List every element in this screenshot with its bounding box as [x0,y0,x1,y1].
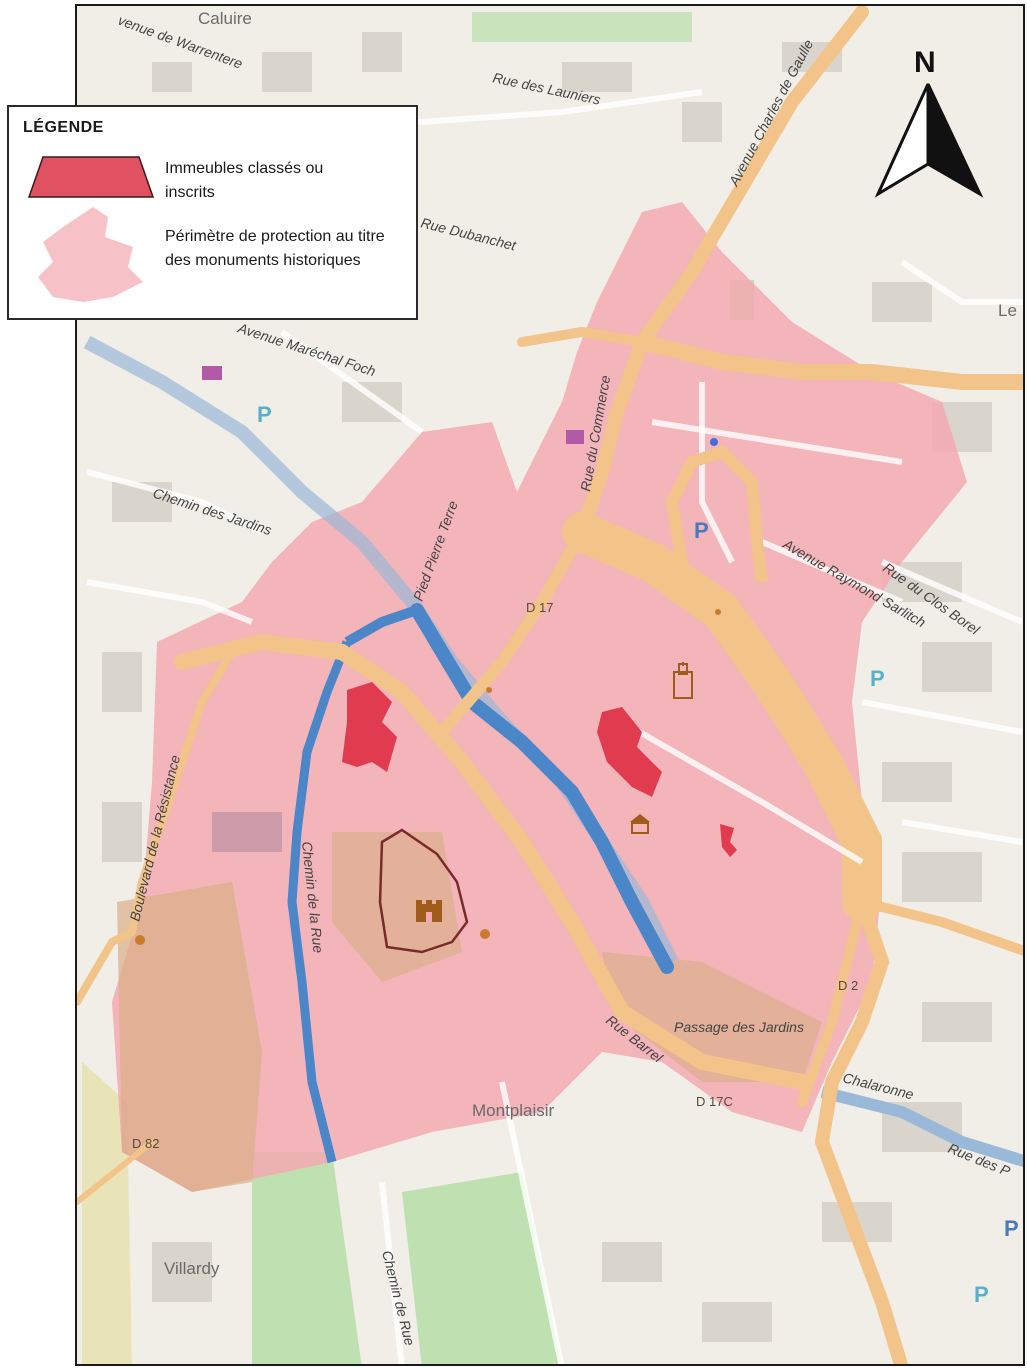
main-roads [77,6,1023,1364]
park-area [82,1062,132,1364]
place-label: Caluire [198,9,252,28]
listed-buildings [342,682,737,857]
place-label: Montplaisir [472,1101,555,1120]
open-area [117,882,262,1192]
legend-title: LÉGENDE [23,119,104,136]
river [410,603,674,974]
park-area [402,1172,562,1364]
museum-icon [630,814,650,834]
listed-buildings-swatch [27,156,155,198]
river [287,640,352,1164]
parking-icon: P [694,518,709,543]
road-ref: D 82 [132,1136,159,1151]
road-ref: D 2 [838,978,858,993]
road-ref: D 17 [526,600,553,615]
open-area [602,952,822,1082]
parking-icon: P [870,666,885,691]
map-legend: LÉGENDE Immeubles classés ou inscrits Pé… [7,105,418,320]
parking-icon: P [257,402,272,427]
shop-icon [566,430,584,444]
parking-ring [665,445,768,583]
place-label: Passage des Jardins [674,1019,804,1035]
place-label: Villardy [164,1259,220,1278]
north-label: N [914,46,936,79]
open-area [212,812,282,852]
star-icon [135,438,721,945]
park-area [252,1152,362,1364]
legend-label-listed: Immeubles classés ou inscrits [165,160,324,201]
park-area [472,12,692,42]
castle-icon [416,900,442,922]
church-icon [673,662,693,699]
parking-icon: P [1004,1216,1019,1241]
north-arrow-icon [874,83,984,198]
river [820,1086,1023,1168]
road-ref: D 17C [696,1094,733,1109]
protection-perimeter [112,202,967,1192]
castle-outline [378,828,469,954]
shop-icon [202,366,222,380]
protection-zone-swatch [38,207,143,302]
open-area [332,832,462,982]
legend-label-perimeter: Périmètre de protection au titre des mon… [165,228,385,269]
place-label: Le [998,301,1017,320]
parking-icon: P [974,1282,989,1307]
river [344,605,419,647]
